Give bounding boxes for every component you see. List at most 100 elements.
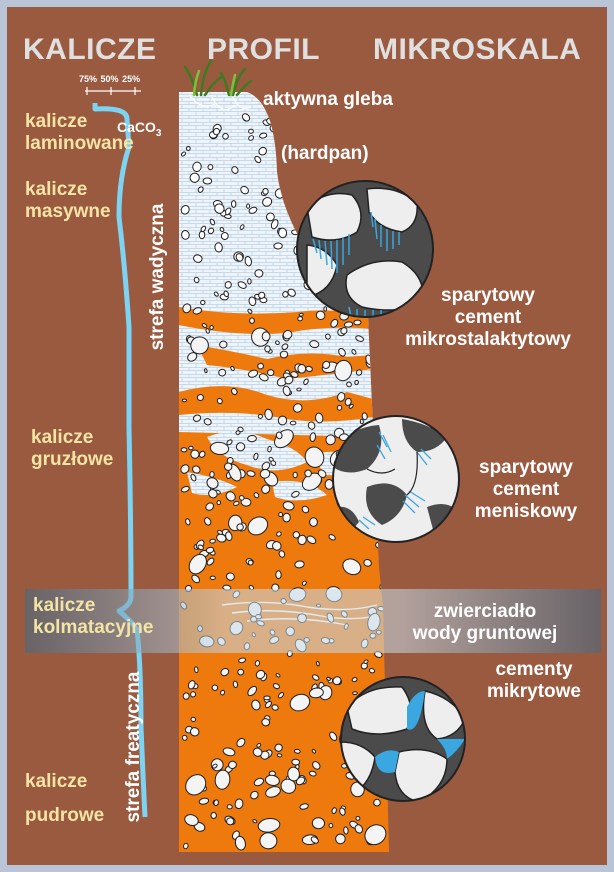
clast [304,178,314,186]
label-ms-l1: sparytowy [375,285,601,307]
label-hardpan: (hardpan) [281,143,369,165]
micro-circle-meniscus [333,416,459,542]
clast [310,432,316,441]
clast [277,753,282,757]
clast [360,419,363,424]
label-mn-l3: meniskowy [461,501,591,523]
label-nodular-l2: gruzłowe [31,449,113,471]
title-profile: PROFIL [207,33,320,67]
clast [204,368,207,372]
clast [293,115,304,126]
clast [183,693,190,700]
zone-phreatic: strefa freatyczna [123,662,145,832]
clast [194,667,198,673]
label-powdery-l2: pudrowe [25,799,104,833]
clast [310,518,318,527]
clast [247,204,250,208]
clast [298,364,306,373]
clast [211,813,216,819]
clast [189,446,194,450]
clast [375,542,383,549]
clast [217,500,221,504]
clast [250,318,255,323]
clast [340,174,348,182]
clast [298,169,309,180]
diagram-frame: KALICZE PROFIL MIKROSKALA 75% 50% 25% Ca… [7,7,607,865]
label-mc-l2: mikrytowe [471,681,597,703]
title-calcrete: KALICZE [23,33,157,67]
clast [367,136,374,142]
clast [305,115,310,120]
clast [277,113,283,121]
label-mn-l1: sparytowy [461,457,591,479]
clast [324,307,327,311]
clast [280,351,288,359]
clast [210,576,215,579]
clast [267,446,271,452]
clast [321,172,331,182]
label-meniscus-cement: sparytowy cement meniskowy [461,457,591,523]
clast [254,269,263,277]
label-mn-l2: cement [461,479,591,501]
caco3-subscript: 3 [156,128,162,139]
clast [276,571,282,579]
clast [274,243,283,249]
clast [278,228,287,238]
clast [231,201,236,208]
clast [219,340,228,348]
clast [262,188,268,194]
label-water-table-l1: zwierciadło [393,601,577,623]
label-laminated: kalicze laminowane [25,111,134,155]
clast [355,380,359,385]
clast [257,363,264,369]
label-colmation-l2: kolmatacyjne [33,617,153,639]
clast [227,804,232,809]
tick-75: 75% [79,74,97,84]
clast [199,231,205,239]
label-massive-l2: masywne [25,201,111,223]
clast [226,817,234,825]
clast [354,170,363,180]
clast [297,388,302,391]
clast [182,399,186,402]
clast [356,816,360,820]
label-laminated-l2: laminowane [25,133,134,155]
label-powdery: kalicze pudrowe [25,765,104,833]
caco3-scale [85,87,141,95]
clast [344,321,353,327]
clast [209,325,213,330]
clast [312,817,325,829]
label-water-table: zwierciadło wody gruntowej [393,601,577,645]
tick-25: 25% [122,74,140,84]
clast [337,405,342,411]
clast [294,749,300,754]
clast [293,472,297,477]
clast [291,134,300,142]
clast [264,696,270,700]
clast [191,692,196,697]
clast [218,369,226,376]
clast [222,133,228,139]
clast [208,165,213,170]
clast [181,448,187,452]
tick-50: 50% [101,74,119,84]
label-mc-l1: cementy [471,659,597,681]
clast [265,346,271,352]
clast [325,480,333,490]
clast [297,316,302,321]
clast [262,332,270,341]
clast [336,125,345,134]
label-nodular-l1: kalicze [31,427,113,449]
label-active-soil: aktywna gleba [263,89,393,111]
clast [343,827,348,835]
clast [292,759,300,765]
clast [352,168,362,178]
label-water-table-l2: wody gruntowej [393,623,577,645]
label-colmation: kalicze kolmatacyjne [33,595,153,639]
label-microstalactitic-cement: sparytowy cement mikrostalaktytowy [375,285,601,351]
clast [329,823,333,827]
label-colmation-l1: kalicze [33,595,153,617]
clast [200,300,205,304]
title-microscale: MIKROSKALA [373,33,581,67]
clast [275,188,285,198]
